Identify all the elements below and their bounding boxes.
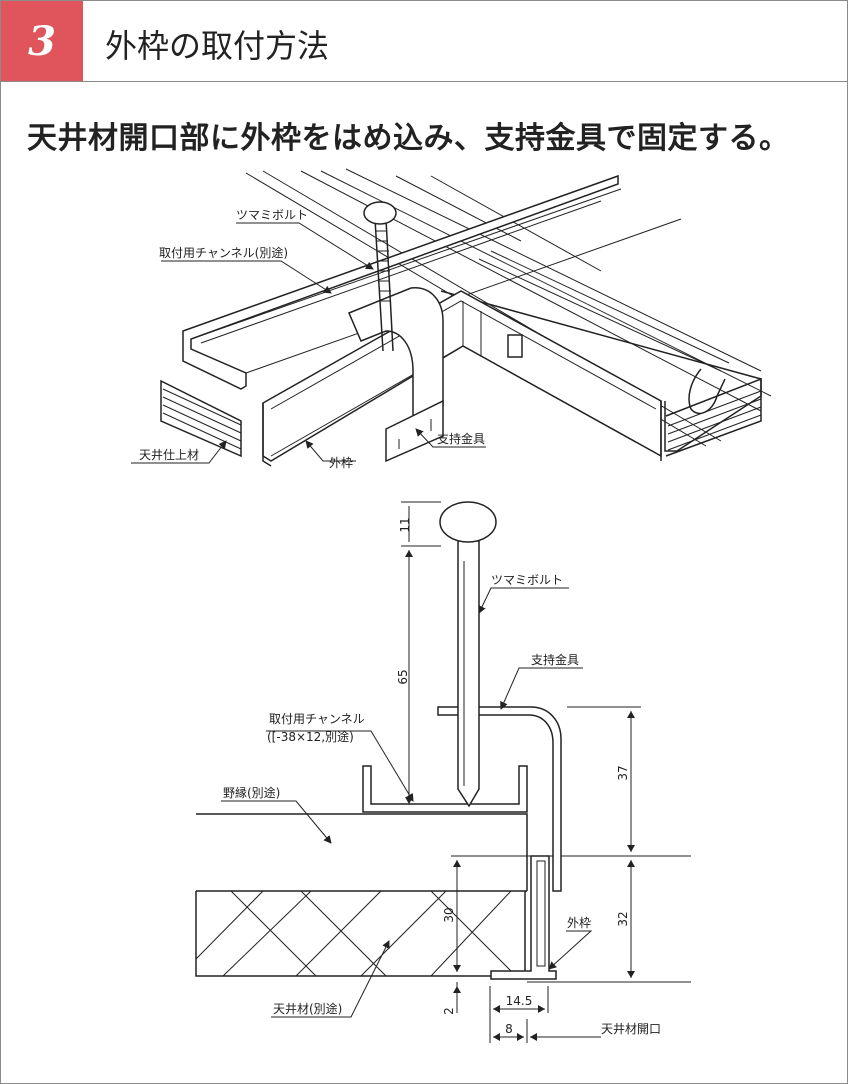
dim-bolt-head: 11 — [398, 517, 412, 532]
mounting-channel-section — [362, 765, 528, 813]
step-number-badge: 3 — [1, 1, 83, 81]
section-leaders — [221, 587, 593, 1018]
lead-instruction: 天井材開口部に外枠をはめ込み、支持金具で固定する。 — [27, 121, 790, 156]
iso-label-mounting-channel: 取付用チャンネル(別途) — [159, 245, 288, 260]
iso-label-support-bracket: 支持金具 — [437, 431, 485, 446]
iso-label-thumb-bolt: ツマミボルト — [236, 208, 308, 222]
iso-leaders — [131, 222, 486, 464]
step-number: 3 — [28, 17, 56, 65]
support-bracket-iso — [348, 287, 444, 463]
support-bracket-section — [437, 706, 562, 892]
section-label-channel-spec: ([-38×12,別途) — [267, 729, 354, 744]
section-label-furring: 野縁(別途) — [223, 785, 280, 800]
ceiling-board-section — [195, 890, 526, 977]
thumb-bolt-iso — [363, 201, 397, 352]
dim-frame-height: 32 — [616, 911, 630, 926]
dim-flange-width: 14.5 — [506, 994, 533, 1008]
iso-label-ceiling-finish: 天井仕上材 — [139, 448, 199, 462]
ceiling-finish-layers — [160, 377, 762, 458]
section-label-ceiling-material: 天井材(別途) — [273, 1001, 342, 1016]
dim-lip-width: 8 — [505, 1022, 513, 1036]
outer-frame-inner — [536, 860, 546, 967]
iso-label-outer-frame: 外枠 — [329, 456, 353, 470]
section-label-mounting-channel: 取付用チャンネル — [269, 712, 365, 726]
section-view: 11 65 37 32 30 2 14.5 8 ツマミボルト 支持金具 取付用チ… — [195, 501, 691, 1043]
isometric-view: ツマミボルト 取付用チャンネル(別途) 天井仕上材 外枠 支持金具 — [131, 168, 772, 470]
thumb-bolt-section — [439, 501, 497, 808]
header-divider — [1, 81, 847, 82]
section-label-outer-frame: 外枠 — [567, 916, 591, 930]
dim-board-thickness: 30 — [442, 907, 456, 922]
dim-bracket-height: 37 — [616, 765, 630, 780]
section-label-support-bracket: 支持金具 — [531, 652, 579, 667]
dim-bottom-gap: 2 — [442, 1007, 456, 1015]
section-label-thumb-bolt: ツマミボルト — [491, 573, 563, 587]
outer-frame-section — [490, 855, 557, 980]
furring-section — [196, 813, 528, 892]
step-title: 外枠の取付方法 — [105, 27, 330, 65]
dim-bolt-length: 65 — [396, 669, 410, 684]
outer-frame-iso — [262, 290, 662, 467]
rail-clip — [507, 334, 523, 358]
section-label-ceiling-opening: 天井材開口 — [601, 1022, 661, 1036]
